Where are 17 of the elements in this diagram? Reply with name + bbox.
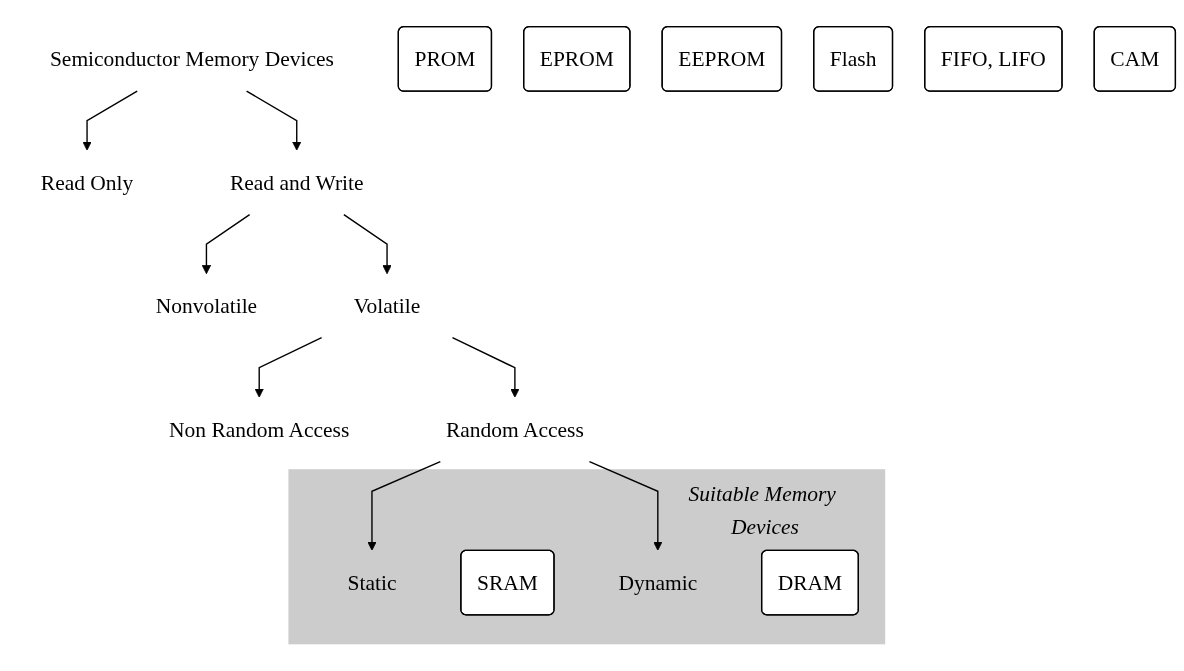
node-text: Non Random Access [169, 417, 350, 442]
arrow [367, 461, 441, 551]
arrow [82, 90, 138, 151]
node-text: Dynamic [618, 570, 698, 595]
node-text: Random Access [445, 417, 584, 442]
arrow [245, 90, 302, 151]
node-text: Nonvolatile [155, 294, 258, 318]
arrow [343, 213, 392, 275]
arrow [451, 336, 520, 398]
node-text: Volatile [353, 294, 421, 318]
node-text: Static [347, 570, 397, 595]
arrow [254, 336, 323, 398]
node-text: Semiconductor Memory Devices [49, 47, 334, 71]
arrow [201, 213, 251, 275]
arrow [588, 461, 663, 551]
node-text: Read and Write [229, 170, 364, 195]
node-text: Read Only [40, 170, 134, 195]
